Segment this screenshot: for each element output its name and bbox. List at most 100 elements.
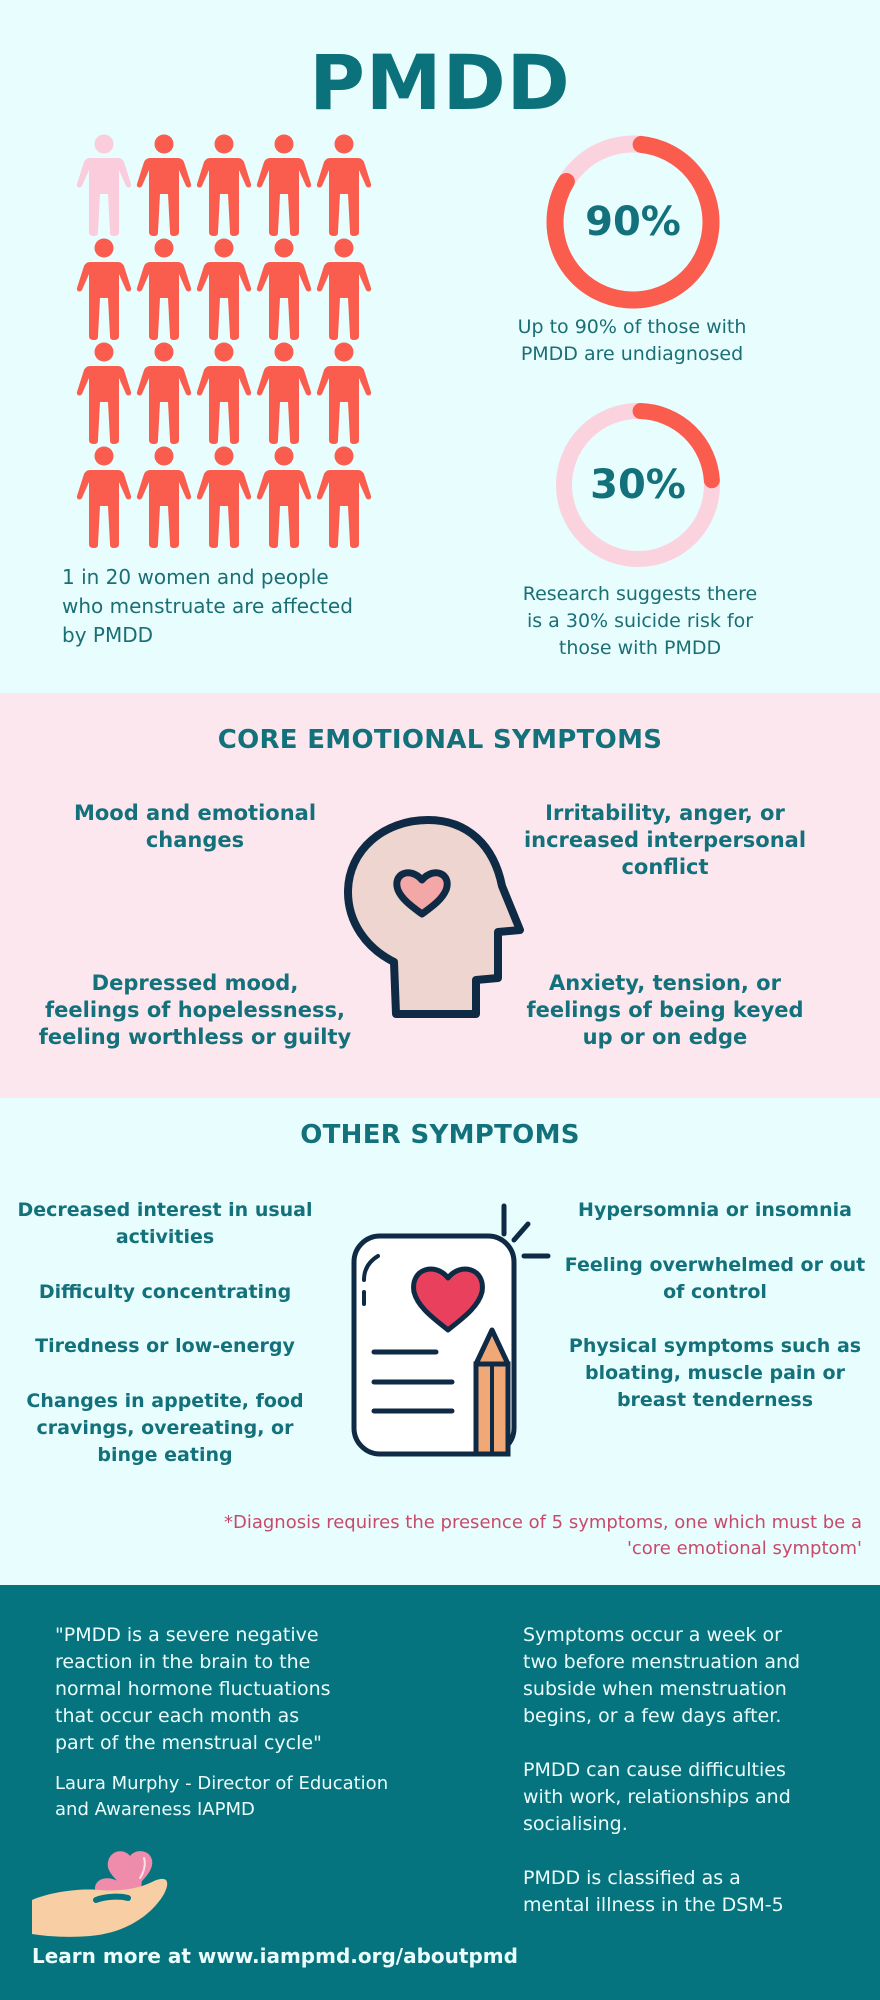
footer-section [0, 1585, 880, 2000]
caption-line: PMDD are undiagnosed [520, 343, 744, 365]
symptom-line: Difficulty concentrating [38, 1281, 292, 1303]
symptom-line: feelings of hopelessness, [45, 998, 345, 1022]
symptom-line: Depressed mood, [91, 971, 299, 995]
expert-quote: "PMDD is a severe negative reaction in t… [55, 1622, 435, 1757]
stats-section [0, 0, 880, 693]
symptom-line: bloating, muscle pain or [585, 1362, 845, 1384]
caption-line: is a 30% suicide risk for [526, 610, 754, 632]
other-symptom-item: Feeling overwhelmed or out of control [560, 1252, 870, 1306]
other-symptom-item: Physical symptoms such as bloating, musc… [560, 1333, 870, 1414]
other-symptom-item: Tiredness or low-energy [10, 1333, 320, 1360]
symptom-line: conflict [621, 855, 709, 879]
fact-line: begins, or a few days after. [523, 1705, 782, 1727]
person-icon [134, 238, 194, 342]
donut-ring-icon [556, 403, 720, 567]
symptom-line: Tiredness or low-energy [35, 1335, 295, 1357]
suicide-risk-ring-chart: 30% [548, 395, 728, 575]
quote-line: "PMDD is a severe negative [55, 1624, 319, 1646]
person-icon [74, 238, 134, 342]
caption-line: Up to 90% of those with [517, 316, 747, 338]
symptom-line: increased interpersonal [523, 828, 807, 852]
symptom-line: activities [115, 1226, 215, 1248]
symptom-line: Feeling overwhelmed or out [564, 1254, 866, 1276]
fact-line: socialising. [523, 1813, 628, 1835]
person-icon [74, 134, 134, 238]
person-icon [254, 342, 314, 446]
prevalence-line: by PMDD [62, 623, 154, 647]
quote-line: reaction in the brain to the [55, 1651, 311, 1673]
caption-line: Research suggests there [522, 583, 758, 605]
quote-line: that occur each month as [55, 1705, 300, 1727]
symptom-line: cravings, overeating, or [36, 1417, 294, 1439]
core-symptom-item: Irritability, anger, or increased interp… [510, 800, 820, 881]
undiagnosed-ring-chart: 90% [543, 132, 723, 312]
fact-line: PMDD can cause difficulties [523, 1759, 786, 1781]
fact-line: two before menstruation and [523, 1651, 801, 1673]
symptom-line: feelings of being keyed [526, 998, 804, 1022]
other-symptom-item: Difficulty concentrating [10, 1279, 320, 1306]
person-icon [254, 446, 314, 550]
footnote-line: 'core emotional symptom' [626, 1538, 862, 1559]
person-icon [134, 446, 194, 550]
symptom-line: Hypersomnia or insomnia [578, 1199, 852, 1221]
person-icon [194, 342, 254, 446]
other-symptom-item: Changes in appetite, food cravings, over… [10, 1388, 320, 1469]
person-icon [74, 342, 134, 446]
people-icon-grid [74, 134, 384, 550]
symptom-line: Irritability, anger, or [545, 801, 785, 825]
symptom-line: Decreased interest in usual [17, 1199, 313, 1221]
notepad-heart-pencil-icon [348, 1200, 558, 1460]
other-symptom-item: Decreased interest in usual activities [10, 1197, 320, 1251]
person-icon [194, 238, 254, 342]
person-icon [254, 238, 314, 342]
person-icon [134, 134, 194, 238]
learn-more-link[interactable]: Learn more at www.iampmd.org/aboutpmd [32, 1944, 518, 1968]
caption-line: those with PMDD [558, 637, 722, 659]
other-symptom-item: Hypersomnia or insomnia [560, 1197, 870, 1224]
symptom-line: Mood and emotional [73, 801, 317, 825]
fact-line: with work, relationships and [523, 1786, 791, 1808]
symptom-line: breast tenderness [616, 1389, 814, 1411]
quote-line: normal hormone fluctuations [55, 1678, 331, 1700]
page-title: PMDD [309, 38, 571, 127]
fact-item: PMDD is classified as a mental illness i… [523, 1865, 863, 1919]
quote-line: part of the menstrual cycle" [55, 1732, 322, 1754]
fact-item: PMDD can cause difficulties with work, r… [523, 1757, 863, 1838]
attribution-line: and Awareness IAPMD [55, 1799, 255, 1820]
prevalence-text: 1 in 20 women and people who menstruate … [62, 563, 422, 650]
person-icon [134, 342, 194, 446]
head-with-heart-icon [336, 814, 526, 1034]
fact-line: subside when menstruation [523, 1678, 787, 1700]
person-icon [314, 238, 374, 342]
person-icon [254, 134, 314, 238]
donut-ring-icon [546, 135, 720, 309]
core-symptom-item: Anxiety, tension, or feelings of being k… [510, 970, 820, 1051]
core-symptom-item: Mood and emotional changes [40, 800, 350, 854]
person-icon [194, 134, 254, 238]
undiagnosed-caption: Up to 90% of those with PMDD are undiagn… [500, 314, 764, 368]
core-symptoms-heading: CORE EMOTIONAL SYMPTOMS [217, 725, 663, 755]
fact-item: Symptoms occur a week or two before mens… [523, 1622, 863, 1730]
person-icon [194, 446, 254, 550]
core-symptom-item: Depressed mood, feelings of hopelessness… [30, 970, 360, 1051]
person-icon [314, 134, 374, 238]
ring-value: 90% [585, 199, 681, 245]
quote-attribution: Laura Murphy - Director of Education and… [55, 1771, 455, 1823]
person-icon [314, 342, 374, 446]
symptom-line: Changes in appetite, food [26, 1390, 304, 1412]
symptom-line: Physical symptoms such as [568, 1335, 862, 1357]
symptom-line: feeling worthless or guilty [38, 1025, 352, 1049]
prevalence-line: who menstruate are affected [62, 594, 353, 618]
hand-holding-heart-icon [30, 1848, 175, 1940]
person-icon [314, 446, 374, 550]
prevalence-line: 1 in 20 women and people [62, 565, 329, 589]
footnote-line: *Diagnosis requires the presence of 5 sy… [223, 1512, 862, 1533]
symptom-line: of control [663, 1281, 767, 1303]
suicide-risk-caption: Research suggests there is a 30% suicide… [505, 581, 775, 662]
person-icon [74, 446, 134, 550]
ring-value: 30% [590, 462, 686, 508]
diagnosis-footnote: *Diagnosis requires the presence of 5 sy… [142, 1510, 862, 1562]
attribution-line: Laura Murphy - Director of Education [55, 1773, 389, 1794]
fact-line: PMDD is classified as a [523, 1867, 741, 1889]
symptom-line: up or on edge [582, 1025, 748, 1049]
